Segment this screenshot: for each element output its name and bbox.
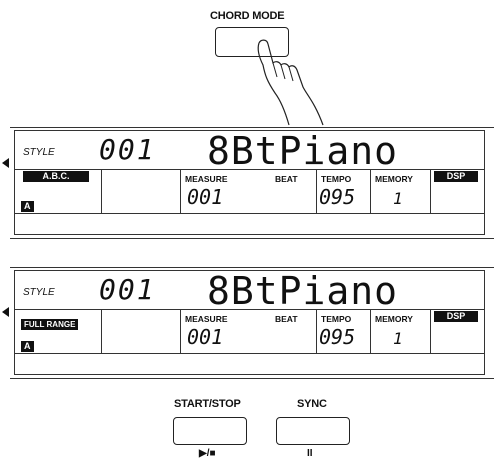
section-tag: A: [21, 341, 34, 352]
beat-label: BEAT: [275, 174, 298, 184]
style-number: 001: [99, 133, 156, 166]
chord-mode-label: CHORD MODE: [210, 10, 284, 22]
tempo-label: TEMPO: [321, 174, 351, 184]
style-name: 8BtPiano: [207, 269, 398, 313]
hand-pointer-icon: [245, 35, 335, 127]
measure-label: MEASURE: [185, 314, 228, 324]
memory-label: MEMORY: [375, 314, 413, 324]
memory-value: 1: [393, 329, 403, 348]
dsp-tag: DSP: [434, 171, 478, 182]
memory-label: MEMORY: [375, 174, 413, 184]
play-stop-icon: ▶/■: [199, 448, 216, 459]
style-label: STYLE: [23, 147, 55, 158]
speaker-indicator-icon: [2, 158, 9, 168]
section-tag: A: [21, 201, 34, 212]
dsp-tag: DSP: [434, 311, 478, 322]
style-name: 8BtPiano: [207, 129, 398, 173]
tempo-label: TEMPO: [321, 314, 351, 324]
memory-value: 1: [393, 189, 403, 208]
start-stop-button[interactable]: [173, 417, 247, 445]
measure-value: 001: [187, 325, 223, 349]
lcd-top: STYLE 001 8BtPiano A.B.C. A MEASURE BEAT…: [14, 130, 485, 235]
start-stop-label: START/STOP: [174, 398, 241, 410]
abc-mode-tag: A.B.C.: [23, 171, 89, 182]
tempo-value: 095: [319, 185, 355, 209]
lcd-bottom: STYLE 001 8BtPiano FULL RANGE A MEASURE …: [14, 270, 485, 375]
speaker-indicator-icon: [2, 307, 9, 317]
style-label: STYLE: [23, 287, 55, 298]
measure-label: MEASURE: [185, 174, 228, 184]
full-range-tag: FULL RANGE: [21, 319, 78, 330]
sync-label: SYNC: [297, 398, 327, 410]
sync-button[interactable]: [276, 417, 350, 445]
beat-label: BEAT: [275, 314, 298, 324]
style-number: 001: [99, 273, 156, 306]
measure-value: 001: [187, 185, 223, 209]
pause-icon: II: [307, 448, 313, 459]
tempo-value: 095: [319, 325, 355, 349]
